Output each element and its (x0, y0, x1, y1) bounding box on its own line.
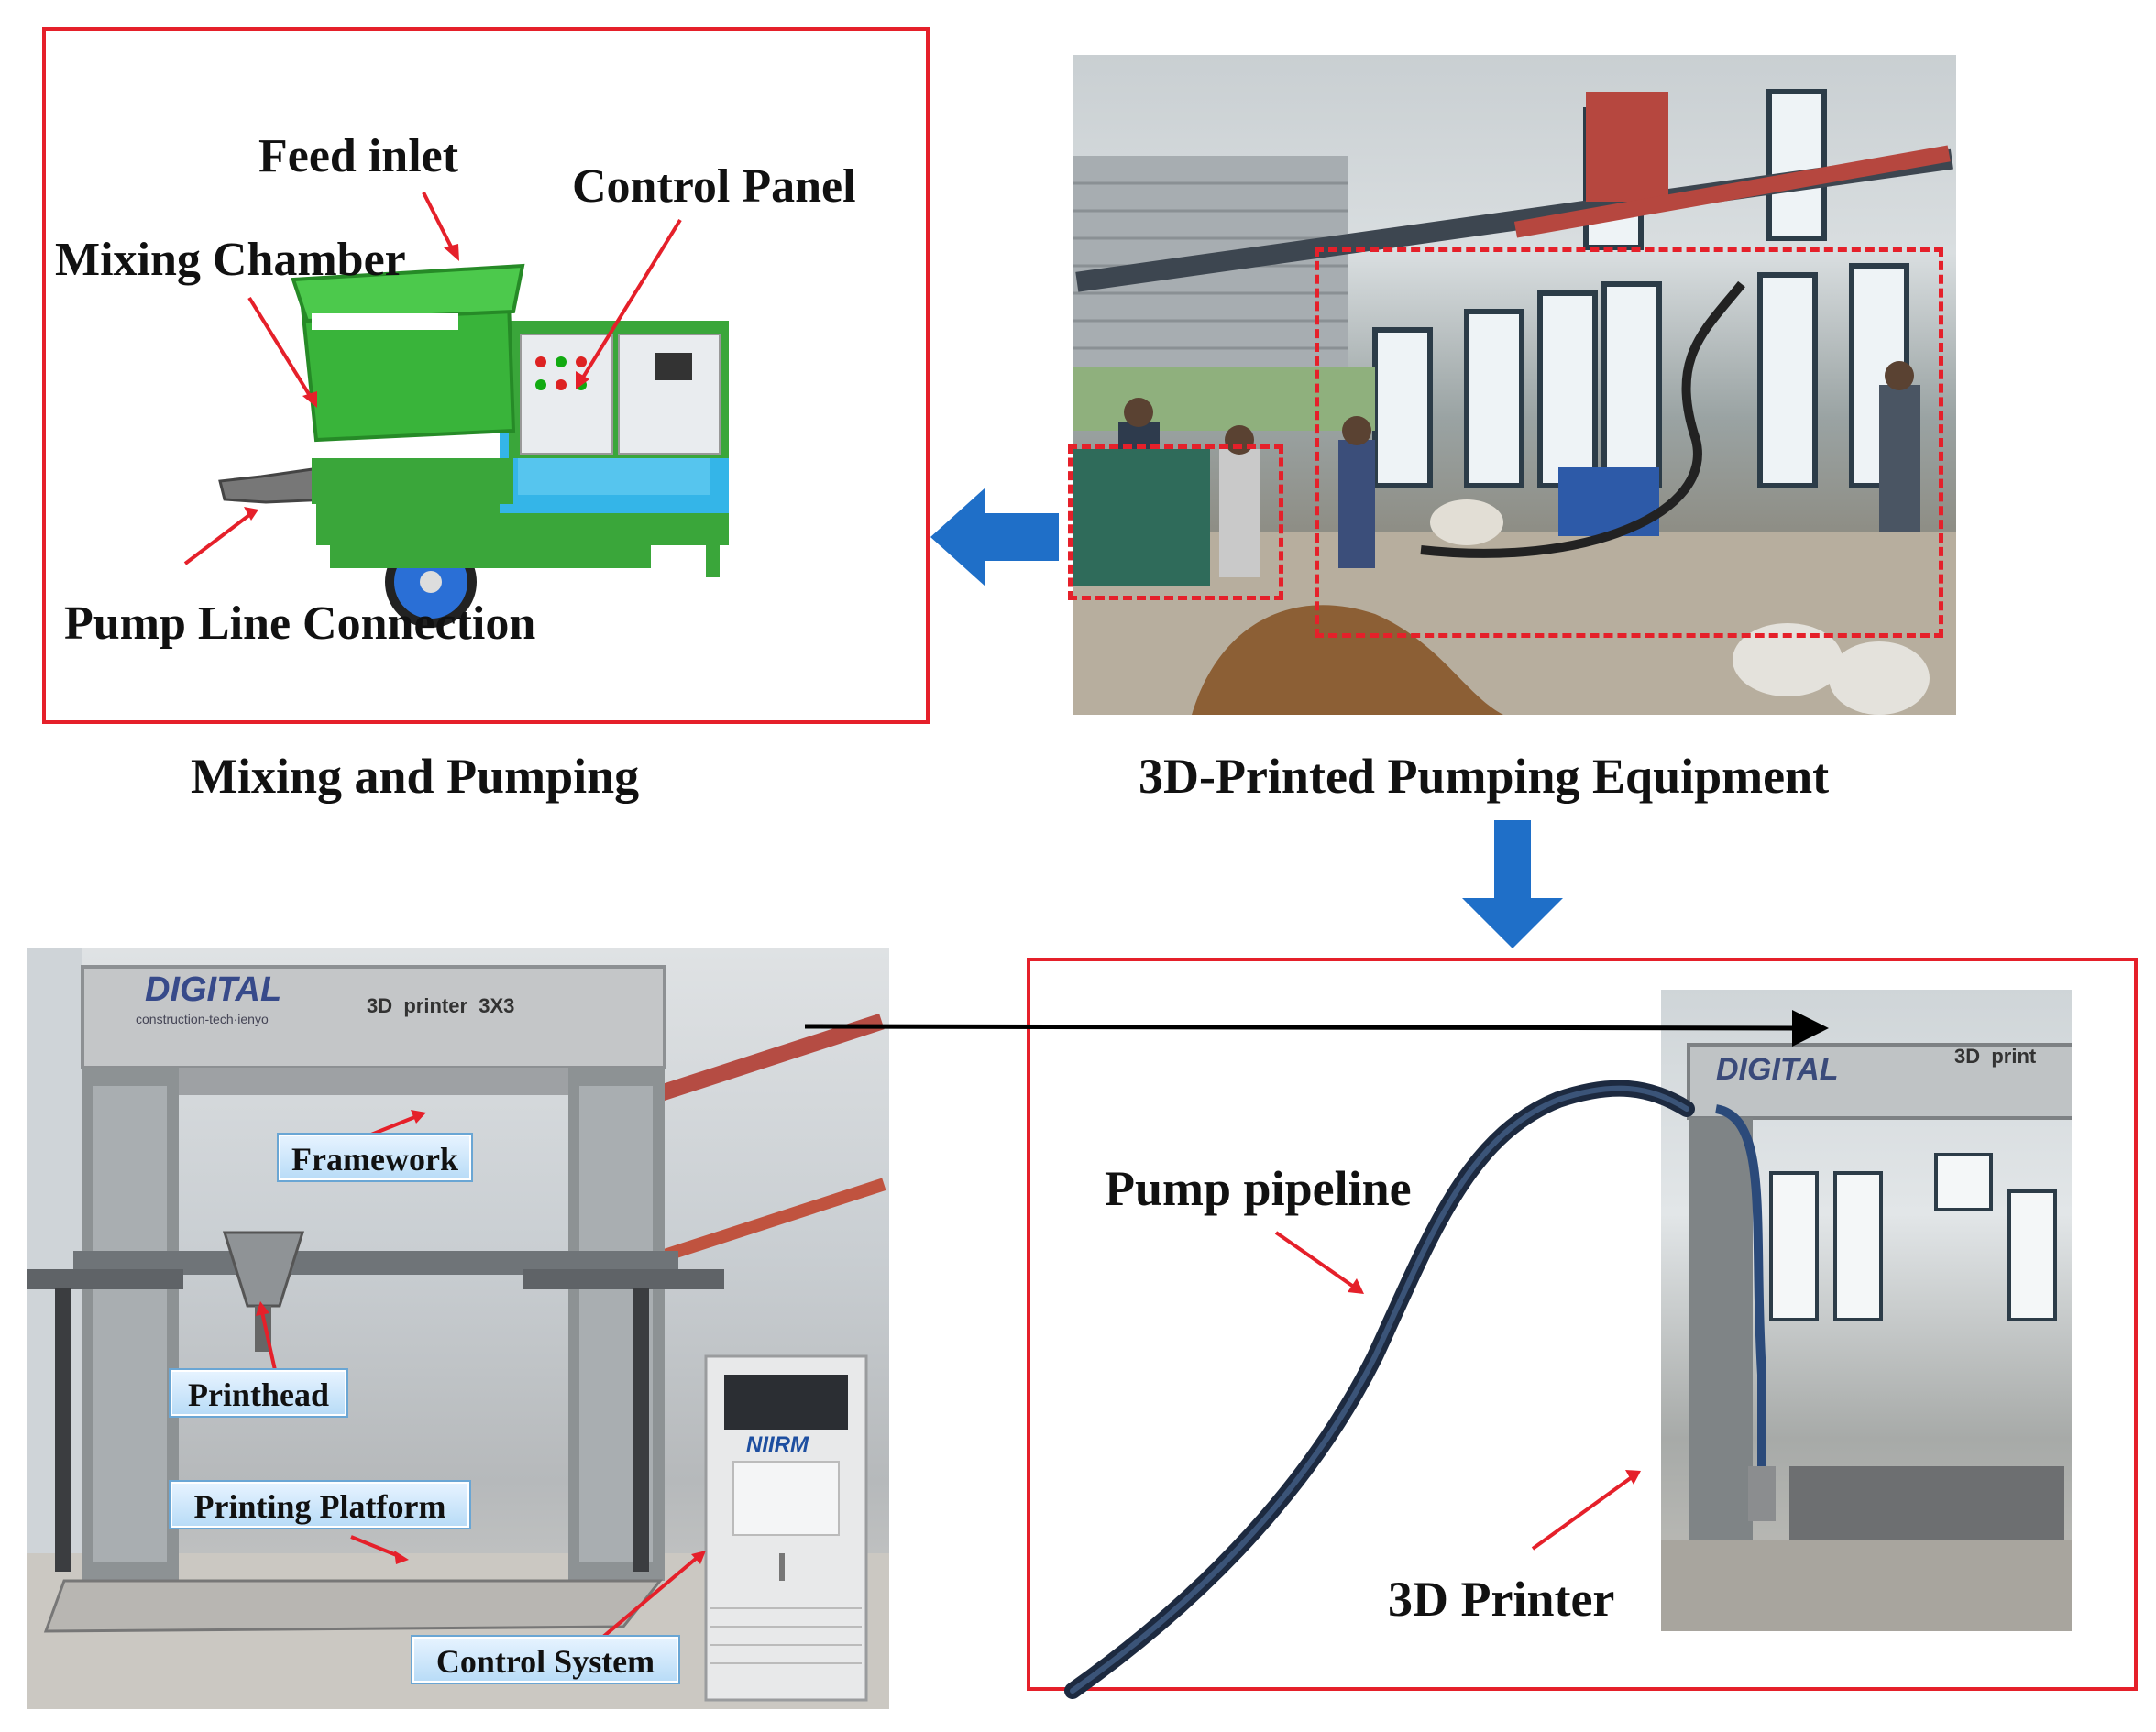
mixing-chamber-label: Mixing Chamber (55, 234, 406, 286)
printer-model-label: 3D printer 3X3 (367, 994, 515, 1017)
printing-platform-tag: Printing Platform (170, 1482, 469, 1528)
pumping-equipment-caption: 3D-Printed Pumping Equipment (1138, 749, 1830, 804)
printer-photo: DIGITAL construction-tech·ienyo 3D print… (28, 948, 889, 1709)
workshop-photo (1072, 55, 1956, 715)
framework-tag: Framework (279, 1135, 471, 1180)
3d-printer-label: 3D Printer (1388, 1572, 1615, 1627)
cabinet-brand: NIIRM (746, 1432, 808, 1457)
pipeline-panel-frame (1027, 958, 2138, 1691)
pipeline-printer-scene (1661, 1043, 2072, 1631)
mixing-pumping-caption: Mixing and Pumping (191, 749, 640, 804)
pipeline-printer-logo: DIGITAL (1716, 1052, 1839, 1087)
mixing-label-arrowheads (244, 244, 589, 521)
workshop-highlight-mixer (1068, 444, 1283, 600)
pump-line-connection-label: Pump Line Connection (64, 597, 536, 650)
control-panel-label: Control Panel (572, 160, 856, 213)
printer-logo-subtitle: construction-tech·ienyo (136, 1012, 269, 1026)
printer-scene (28, 948, 889, 1709)
arrow-down-icon (1462, 820, 1563, 948)
pump-pipeline-label: Pump pipeline (1105, 1161, 1412, 1216)
workshop-scene (1072, 89, 1956, 715)
workshop-highlight-large (1314, 247, 1943, 638)
printer-logo: DIGITAL (145, 970, 282, 1009)
printhead-tag: Printhead (170, 1370, 346, 1416)
pipeline-printer-photo: DIGITAL 3D print (1661, 990, 2072, 1631)
pipeline-printer-model: 3D print (1954, 1045, 2037, 1068)
mixing-panel-frame (42, 27, 930, 724)
mixing-label-arrows (183, 192, 682, 565)
feed-inlet-label: Feed inlet (258, 130, 459, 182)
arrow-right-icon (1792, 1010, 1829, 1047)
mixer-pump-machine (218, 263, 729, 628)
control-system-tag: Control System (412, 1637, 678, 1683)
arrow-left-icon (930, 488, 1059, 586)
